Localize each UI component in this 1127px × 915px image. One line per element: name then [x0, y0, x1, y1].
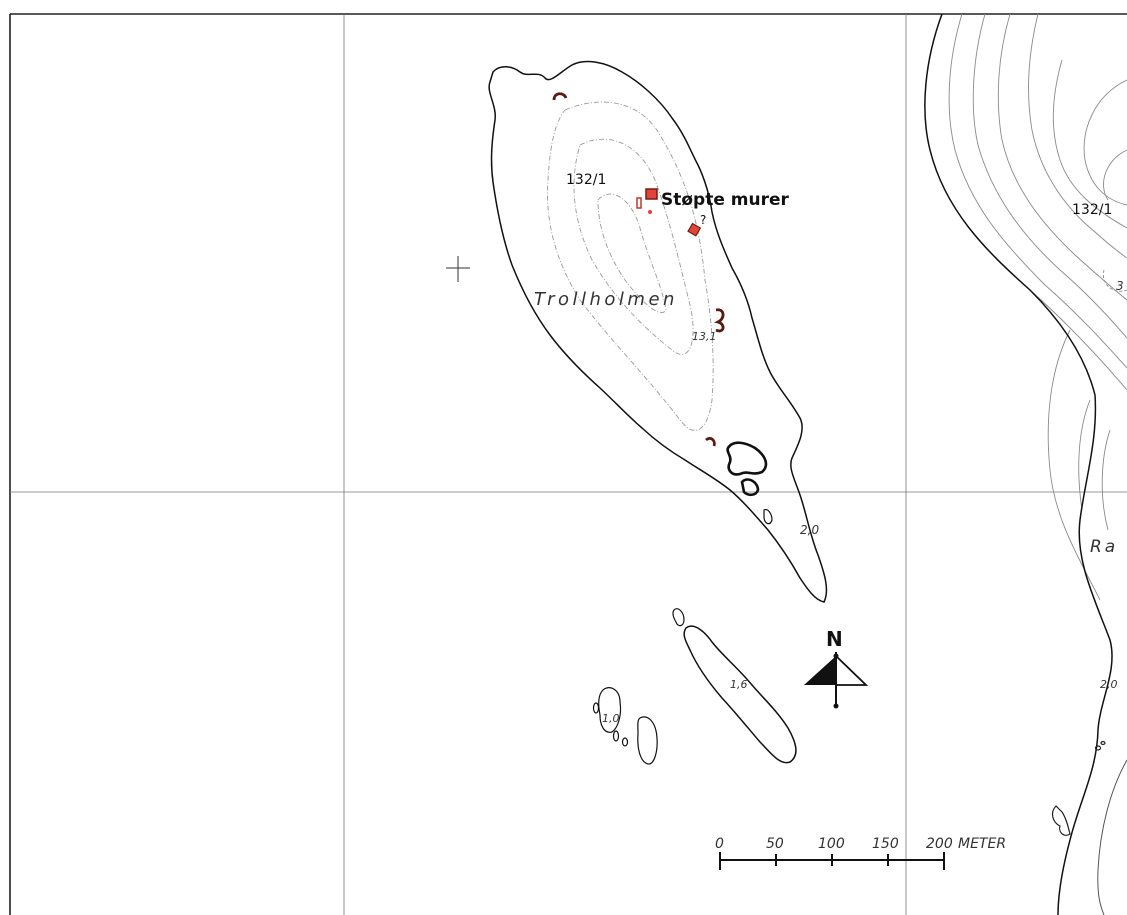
site-marker-arc-north [552, 92, 568, 101]
north-arrow: N [804, 627, 869, 709]
elevation-east: 2,0 [1100, 678, 1118, 691]
site-marker-uncertain [687, 222, 702, 237]
scale-tick-150: 150 [872, 836, 899, 852]
elevation-small: 1,0 [602, 712, 620, 725]
elevation-islet: 1,6 [730, 678, 748, 691]
scale-tick-100: 100 [818, 836, 845, 852]
mainland-lowland [1097, 759, 1127, 915]
site-marker-arc-south [705, 437, 716, 447]
scale-tick-50: 50 [766, 836, 784, 852]
uncertain-mark: ? [700, 213, 706, 227]
island-trollholmen [488, 60, 828, 603]
mainland-shoreline [924, 13, 1113, 915]
elevation-south: 2,0 [800, 523, 819, 537]
site-marker-wall-2 [636, 197, 642, 209]
scale-unit: METER [958, 836, 1006, 852]
registration-cross [446, 256, 470, 282]
scale-bar: 0 50 100 150 200 METER [715, 836, 1006, 870]
island-rocks [726, 441, 773, 525]
place-label-partial: Ra [1090, 537, 1118, 557]
contour-label-partial: 3 [1116, 279, 1124, 293]
island-name-label: Trollholmen [534, 289, 678, 310]
parcel-label-right: 132/1 [1072, 202, 1112, 218]
mainland-rocks [1051, 740, 1106, 836]
site-markers [552, 92, 725, 447]
map-grid [10, 14, 1127, 915]
islets-southwest [592, 687, 658, 765]
island-contours [547, 101, 714, 431]
north-label: N [826, 627, 843, 651]
scale-tick-200: 200 [926, 836, 953, 852]
map-frame [9, 13, 1127, 915]
mainland-contours [924, 13, 1127, 601]
islet-north-tip [672, 608, 685, 627]
site-marker-wall-1 [645, 188, 658, 200]
elevation-summit: 13,1 [692, 330, 717, 343]
parcel-label-left: 132/1 [566, 172, 606, 188]
islet-south [683, 625, 797, 764]
site-marker-dot [648, 210, 652, 214]
feature-label-cast-walls: Støpte murer [661, 190, 790, 210]
site-marker-arc-east [714, 308, 725, 333]
scale-tick-0: 0 [715, 836, 724, 852]
